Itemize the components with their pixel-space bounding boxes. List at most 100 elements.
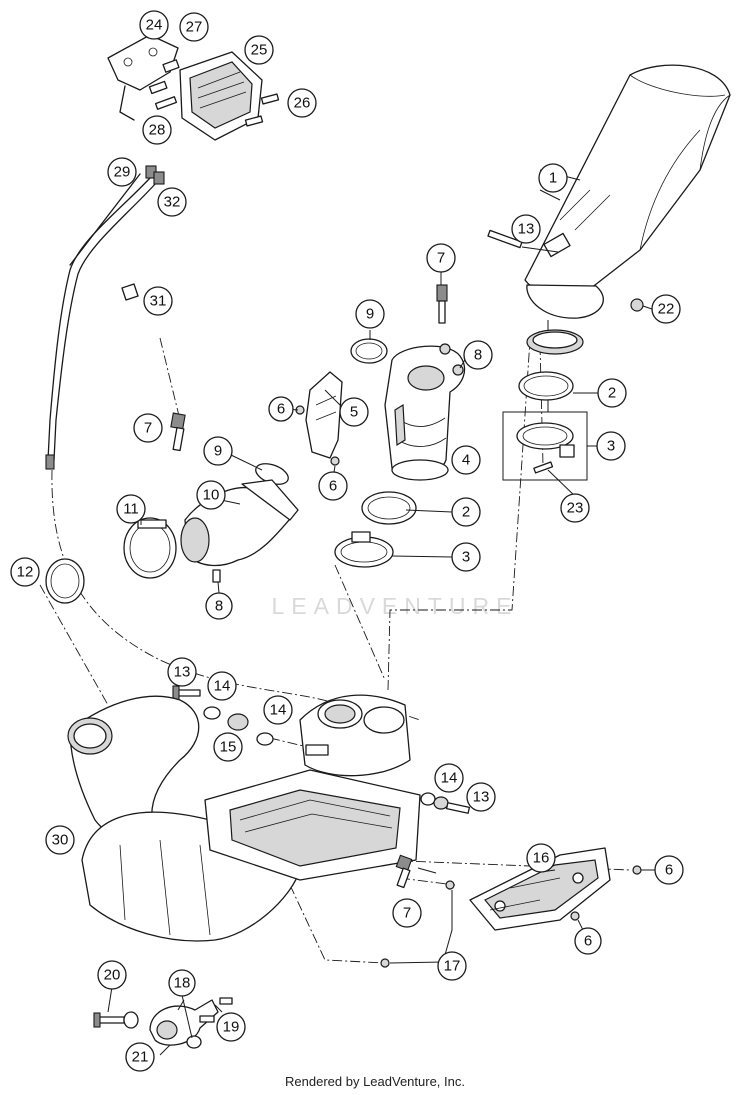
heat-shield-large xyxy=(469,847,611,931)
clamp-upper xyxy=(516,422,575,458)
svg-text:7: 7 xyxy=(403,905,411,922)
svg-text:3: 3 xyxy=(607,438,615,455)
callout-6-a: 6 xyxy=(268,396,294,422)
header-clamp xyxy=(123,517,177,579)
callout-27: 27 xyxy=(179,12,209,42)
gasket-lower xyxy=(361,491,417,525)
svg-text:21: 21 xyxy=(132,1049,149,1066)
svg-text:13: 13 xyxy=(518,221,535,238)
callout-30: 30 xyxy=(45,825,75,855)
callout-5: 5 xyxy=(339,397,369,427)
svg-text:7: 7 xyxy=(437,250,445,267)
callouts: 1 2 2 3 3 4 5 6 6 6 6 7 7 7 8 8 9 9 10 1… xyxy=(10,10,684,1072)
callout-4: 4 xyxy=(451,445,481,475)
mounting-hardware-right xyxy=(420,792,471,814)
callout-6-d: 6 xyxy=(574,927,602,955)
svg-text:7: 7 xyxy=(144,420,152,437)
svg-text:17: 17 xyxy=(444,958,461,975)
callout-32: 32 xyxy=(157,187,187,217)
svg-text:19: 19 xyxy=(223,1019,240,1036)
svg-text:13: 13 xyxy=(174,664,191,681)
svg-text:27: 27 xyxy=(186,19,203,36)
svg-text:13: 13 xyxy=(473,789,490,806)
svg-text:32: 32 xyxy=(164,194,181,211)
callout-8-b: 8 xyxy=(205,592,233,620)
callout-1: 1 xyxy=(538,163,568,193)
callout-9-a: 9 xyxy=(355,299,385,329)
mounting-hardware-left xyxy=(172,685,274,746)
svg-text:1: 1 xyxy=(549,170,557,187)
callout-6-c: 6 xyxy=(654,855,684,885)
svg-text:8: 8 xyxy=(215,598,223,615)
callout-20: 20 xyxy=(97,960,127,990)
svg-text:12: 12 xyxy=(17,564,34,581)
svg-text:10: 10 xyxy=(203,487,220,504)
callout-6-b: 6 xyxy=(318,471,348,501)
svg-text:9: 9 xyxy=(366,306,374,323)
manifold-and-precat xyxy=(67,694,421,942)
callout-13-b: 13 xyxy=(167,657,197,687)
svg-text:14: 14 xyxy=(214,678,231,695)
cable-clip xyxy=(121,283,139,301)
callout-16: 16 xyxy=(526,843,556,873)
callout-24: 24 xyxy=(139,10,169,40)
svg-text:2: 2 xyxy=(462,504,470,521)
callout-2-upper: 2 xyxy=(597,378,627,408)
callout-3-upper: 3 xyxy=(596,431,626,461)
catalyst-nut xyxy=(439,343,464,376)
gasket-upper xyxy=(518,371,574,401)
silencer-bolt xyxy=(487,229,559,253)
svg-text:6: 6 xyxy=(329,478,337,495)
svg-text:16: 16 xyxy=(533,850,550,867)
callout-7-a: 7 xyxy=(426,243,456,273)
catalyst-pipe xyxy=(384,345,466,481)
svg-text:9: 9 xyxy=(214,443,222,460)
callout-13-c: 13 xyxy=(466,782,496,812)
heat-shield-nuts xyxy=(380,865,642,968)
svg-text:6: 6 xyxy=(665,862,673,879)
svg-text:28: 28 xyxy=(149,122,166,139)
svg-text:11: 11 xyxy=(123,501,139,518)
callout-19: 19 xyxy=(216,1012,246,1042)
callout-14-b: 14 xyxy=(263,695,293,725)
seal-ring xyxy=(45,558,85,604)
svg-text:26: 26 xyxy=(294,95,311,112)
heat-shield-small xyxy=(295,371,343,466)
svg-text:31: 31 xyxy=(150,293,167,310)
oxygen-sensor-upper xyxy=(436,284,448,324)
watermark-text: LEADVENTURE xyxy=(272,593,519,619)
callout-10: 10 xyxy=(196,480,226,510)
callout-25: 25 xyxy=(244,35,274,65)
callout-11: 11 xyxy=(116,494,146,524)
svg-text:6: 6 xyxy=(584,933,592,950)
svg-text:24: 24 xyxy=(146,17,163,34)
silencer xyxy=(524,64,731,355)
svg-text:20: 20 xyxy=(104,967,121,984)
svg-text:14: 14 xyxy=(441,770,458,787)
callout-13-a: 13 xyxy=(511,214,541,244)
callout-15: 15 xyxy=(213,732,243,762)
callout-26: 26 xyxy=(287,88,317,118)
callout-7-c: 7 xyxy=(392,898,422,928)
exhaust-flap-actuator xyxy=(107,34,280,141)
oxygen-sensor-left xyxy=(170,412,186,452)
callout-2-lower: 2 xyxy=(451,497,481,527)
svg-text:14: 14 xyxy=(270,702,287,719)
footer-credit: Rendered by LeadVenture, Inc. xyxy=(285,1074,465,1089)
svg-text:18: 18 xyxy=(174,975,191,992)
mounting-bracket xyxy=(93,997,233,1049)
callout-28: 28 xyxy=(142,115,172,145)
callout-17: 17 xyxy=(437,951,467,981)
callout-23: 23 xyxy=(560,493,590,523)
callout-21: 21 xyxy=(125,1042,155,1072)
callout-9-b: 9 xyxy=(203,436,233,466)
callout-8-a: 8 xyxy=(463,340,493,370)
clamp-lower xyxy=(334,531,394,568)
callout-3-lower: 3 xyxy=(451,542,481,572)
sensor-cable xyxy=(45,165,165,470)
callout-18: 18 xyxy=(168,969,196,997)
callout-7-b: 7 xyxy=(133,413,163,443)
svg-text:30: 30 xyxy=(52,832,69,849)
svg-text:29: 29 xyxy=(114,164,131,181)
assembly-lines xyxy=(39,337,631,964)
